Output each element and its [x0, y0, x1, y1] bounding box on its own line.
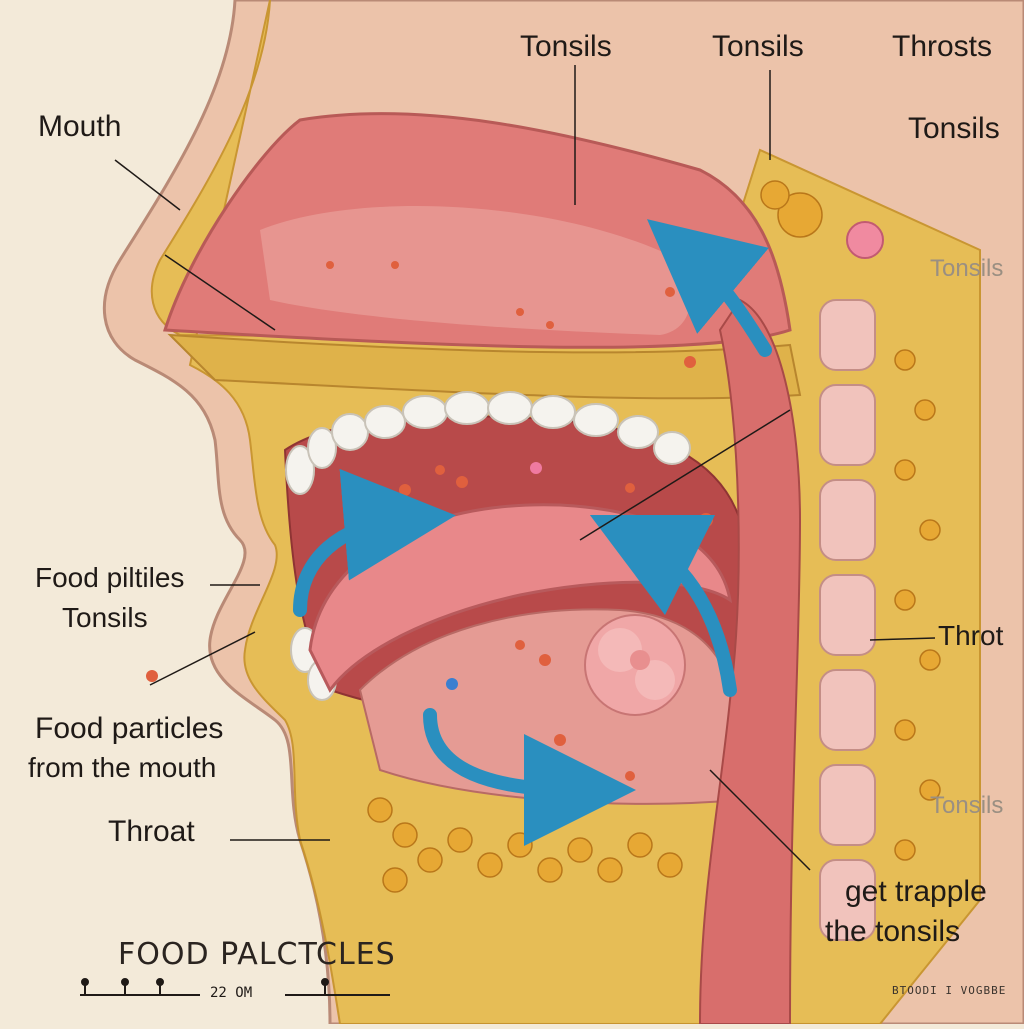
leader-lines [114, 65, 936, 871]
label-tonsils-top-2: Tonsils [712, 30, 804, 63]
label-throsts: Throsts [892, 30, 993, 63]
label-tonsils-top-1: Tonsils [520, 30, 612, 63]
label-throat-left: Throat [108, 815, 195, 848]
tonsil-mass [584, 614, 686, 716]
label-tonsils-faint: Tonsils [930, 255, 1004, 282]
vertebrae [819, 299, 876, 941]
arrow-floor [423, 708, 636, 846]
pink-dot [530, 462, 542, 474]
footer-tiny-text: BTOODI I VOGBBE [892, 984, 1007, 997]
nasal-inner [260, 206, 691, 335]
label-from-the-mouth: from the mouth [28, 752, 217, 783]
bottom-title: FOOD PALCTCLES [118, 937, 396, 972]
flow-arrows [293, 219, 772, 846]
label-throat-right: Throt [938, 620, 1004, 651]
label-mouth: Mouth [38, 110, 122, 143]
label-tonsils-left: Tonsils [62, 602, 148, 633]
blue-dot [446, 678, 458, 690]
label-food-particles: Food particles [35, 712, 224, 745]
scale-label: 22 OM [210, 985, 253, 1001]
label-food-piltiles: Food piltiles [35, 562, 185, 593]
label-the-tonsils: the tonsils [825, 915, 961, 948]
upper-teeth [285, 391, 691, 495]
pink-node [846, 221, 884, 259]
arrow-mouth-in [293, 468, 456, 617]
label-tonsils-lower-faint: Tonsils [930, 792, 1004, 819]
arrow-nasal [646, 219, 772, 357]
arrow-tongue-back [589, 514, 737, 697]
fat-globules [367, 180, 941, 893]
scale-bar [80, 978, 390, 996]
hard-palate [167, 333, 802, 400]
label-get-trapple: get trapple [845, 875, 987, 908]
label-tonsils-right: Tonsils [908, 112, 1000, 145]
